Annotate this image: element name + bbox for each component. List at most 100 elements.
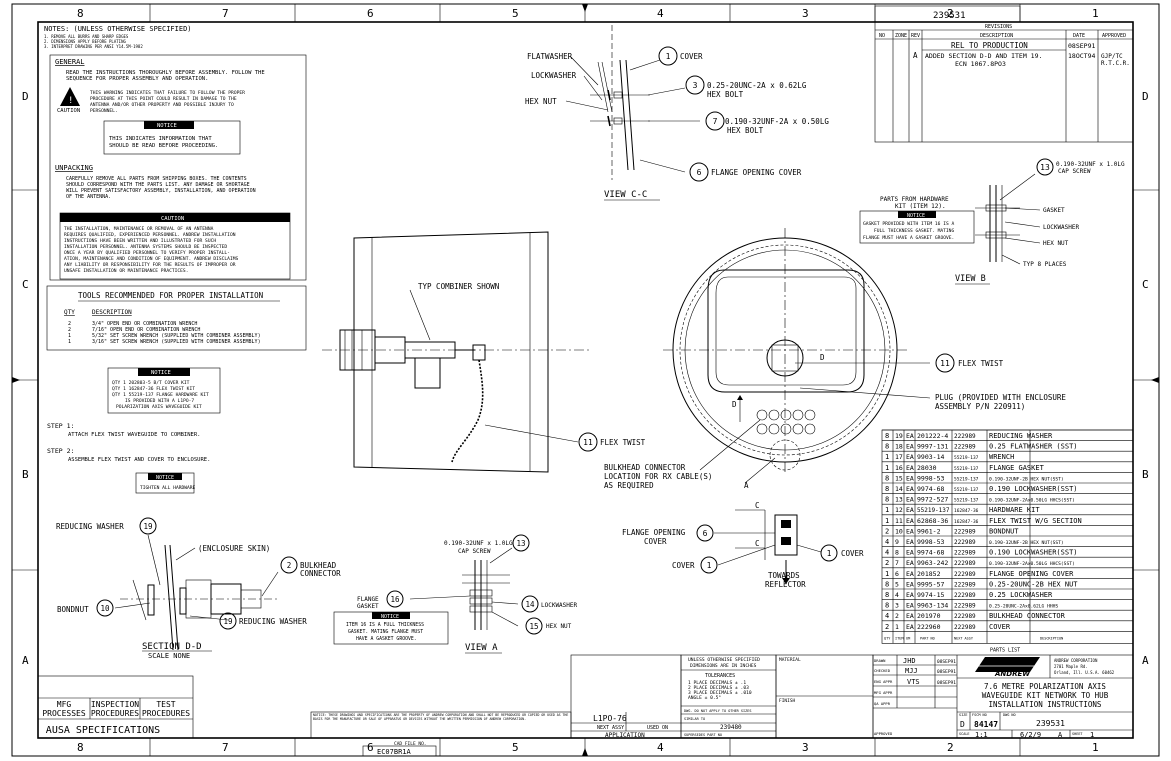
unpacking-line-3: WILL PREVENT SATISFACTORY ASSEMBLY, INST…	[66, 188, 256, 194]
parts-um: EA	[906, 517, 914, 525]
rev-row-1-desc: ADDED SECTION D-D AND ITEM 19.	[925, 52, 1042, 60]
parts-um: EA	[906, 580, 914, 588]
dd-scale: SCALE NONE	[148, 652, 190, 660]
tools-qty-2: 2	[68, 327, 71, 333]
zone-col-top-2: 2	[947, 7, 954, 20]
tol-similar-val: 239480	[720, 724, 742, 731]
kit-notice-4: IS PROVIDED WITH A L1PO-7	[125, 398, 194, 404]
cc-bolt2-label-b: HEX BOLT	[727, 126, 764, 135]
tb-row-mfg: MFG APPR	[874, 690, 893, 695]
cc-balloon-6: 6	[697, 168, 702, 177]
parts-qty: 4	[885, 549, 889, 557]
tb-drawn: JHD	[903, 657, 916, 665]
tools-col-qty: QTY	[64, 309, 75, 316]
mfg-col-1: MFG	[57, 700, 72, 709]
view-b-gasket: GASKET	[1043, 207, 1065, 214]
parts-next-assy: 222989	[954, 603, 976, 610]
parts-description: FLANGE GASKET	[989, 464, 1045, 472]
kit-notice-2: QTY 1 162847-36 FLEX TWIST KIT	[112, 386, 195, 392]
general-notice-2: SHOULD BE READ BEFORE PROCEEDING.	[109, 143, 218, 149]
tol-material: MATERIAL	[779, 657, 801, 663]
dd-bulkhead-1: BULKHEAD	[300, 561, 337, 570]
parts-item: 18	[895, 443, 903, 451]
rev-row-2-appr: R.T.C.R.	[1101, 60, 1130, 67]
tb-date-2: 08SEP91	[937, 669, 956, 675]
parts-um: EA	[906, 549, 914, 557]
rev-row-2-desc: ECN 1067.8PO3	[955, 60, 1006, 68]
front-view-enclosure	[663, 228, 931, 484]
parts-description: 0.25-20UNC-2Ax0.62LG HHHS	[989, 604, 1058, 610]
parts-next-assy: 222989	[954, 528, 976, 535]
tb-scale: 1:1	[975, 731, 988, 739]
tighten-notice-text: TIGHTEN ALL HARDWARE	[140, 485, 196, 491]
tools-qty-3: 1	[68, 333, 71, 339]
step2-text: ASSEMBLE FLEX TWIST AND COVER TO ENCLOSU…	[68, 457, 210, 463]
flange-open-1: FLANGE OPENING	[622, 528, 686, 537]
parts-next-assy: 55219-137	[954, 466, 979, 472]
caution-line-1: THE INSTALLATION, MAINTENANCE OR REMOVAL…	[64, 226, 214, 232]
mfg-col-2: INSPECTION	[91, 700, 139, 709]
parts-part-no: 9963-242	[917, 559, 948, 567]
dd-title: SECTION D-D	[142, 642, 202, 652]
side-flex-balloon	[578, 432, 598, 452]
view-a-flange-2: GASKET	[357, 603, 379, 610]
parts-item: 3	[895, 602, 899, 610]
parts-next-assy: 222989	[954, 560, 976, 567]
tb-title-1: 7.6 METRE POLARIZATION AXIS	[984, 682, 1106, 691]
parts-um: EA	[906, 453, 914, 461]
tol-line-1: 1 PLACE DECIMALS ± .1	[688, 680, 746, 686]
parts-description: 0.25 LOCKWASHER	[989, 591, 1053, 599]
tb-company: ANDREW	[994, 670, 1030, 678]
caution-triangle-icon: !	[60, 87, 80, 106]
zone-col-bot-7: 7	[222, 741, 229, 754]
front-letter-d2: D	[820, 353, 825, 362]
parts-header: UM	[906, 636, 910, 640]
zone-row-right-c: C	[1142, 278, 1149, 291]
zone-grid	[12, 4, 1159, 756]
step1-label: STEP 1:	[47, 422, 74, 430]
parts-item: 10	[895, 527, 903, 535]
tb-rev: A	[1058, 731, 1063, 739]
view-a-notice-label: NOTICE	[381, 614, 399, 620]
cc-balloon-3: 3	[693, 81, 698, 90]
rev-hdr-rev: REV	[911, 33, 920, 39]
dd-balloon-10: 10	[100, 604, 110, 613]
parts-item: 4	[895, 591, 899, 599]
parts-next-assy: 55219-137	[954, 487, 979, 493]
rev-hdr-no: NO	[879, 33, 885, 39]
tol-supersedes: SUPERSEDES PART NO	[684, 733, 722, 737]
zone-row-left-b: B	[22, 468, 29, 481]
view-b-drawing	[975, 173, 1041, 265]
parts-part-no: 201970	[917, 612, 941, 620]
flange-balloon-6-text: 6	[703, 529, 708, 538]
parts-qty: 1	[885, 517, 889, 525]
view-a-notice-2: GASKET. MATING FLANGE MUST	[348, 629, 423, 635]
view-a-hexnut: HEX NUT	[546, 623, 572, 630]
flange-balloon-1a	[700, 556, 718, 574]
parts-header: ITEM	[895, 636, 903, 640]
revisions-block	[874, 21, 1134, 143]
app-model: L1PO-76	[593, 714, 627, 723]
cad-box	[362, 745, 437, 757]
flange-cover1-label: COVER	[672, 561, 695, 570]
parts-part-no: 9998-53	[917, 474, 944, 482]
parts-header: QTY	[884, 636, 891, 640]
front-bulkhead-2: LOCATION FOR RX CABLE(S)	[604, 472, 712, 481]
parts-qty: 1	[885, 464, 889, 472]
tolerances-block	[680, 654, 874, 739]
tb-row-checked: CHECKED	[874, 668, 891, 673]
parts-um: EA	[906, 612, 914, 620]
mfg-col2-1: PROCESSES	[42, 709, 86, 718]
tb-date-1: 08SEP91	[937, 659, 956, 665]
zone-row-right-b: B	[1142, 468, 1149, 481]
parts-um: EA	[906, 538, 914, 546]
front-flex-label: FLEX TWIST	[958, 359, 1004, 368]
parts-next-assy: 222989	[954, 581, 976, 588]
parts-description: BONDNUT	[989, 527, 1019, 535]
parts-item: 16	[895, 464, 903, 472]
app-next-assy: NEXT ASSY	[597, 725, 624, 731]
tb-date-code: 6/2/9	[1020, 731, 1041, 739]
tol-line-3: 3 PLACE DECIMALS ± .010	[688, 690, 752, 696]
towards-1: TOWARDS	[768, 571, 800, 580]
